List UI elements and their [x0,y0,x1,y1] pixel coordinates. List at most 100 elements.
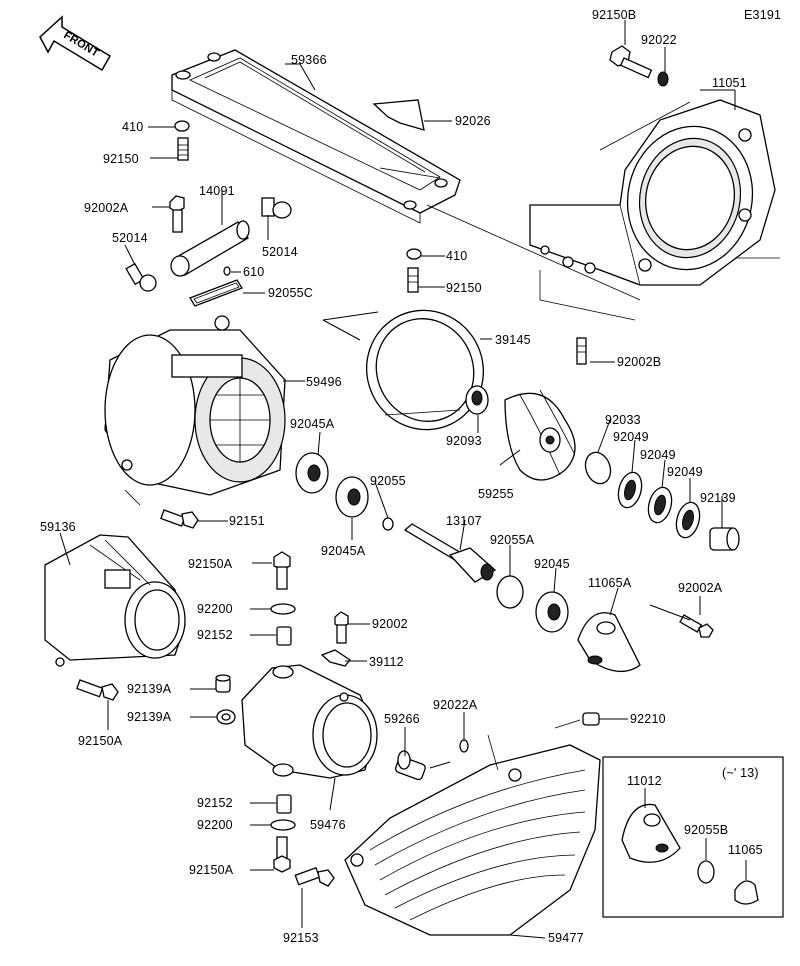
o-ring-92055b-icon [697,860,715,884]
drive-shaft-part [403,523,497,583]
reverse-bucket-part [344,744,601,936]
gasket-92055c-icon [189,279,243,307]
callout-59136: 59136 [40,520,76,534]
callout-14091: 14091 [199,184,235,198]
callout-92055c: 92055C [268,286,313,300]
callout-92152-top: 92152 [197,628,233,642]
callout-11065a: 11065A [588,576,632,590]
o-ring-92033-icon [584,451,612,485]
o-ring-92055-icon [382,517,394,531]
o-ring-92055a-icon [496,575,524,609]
callout-labels: 92150B 92022 11051 59366 410 92026 92150… [40,8,763,945]
callout-92045: 92045 [534,557,570,571]
inset-note: (~' 13) [722,766,759,780]
washer-92200-bottom-icon [270,819,296,831]
bolt-92002a-right-icon [679,614,714,638]
callout-52014-left: 52014 [112,231,148,245]
link-59266-icon [395,750,451,781]
seal-92049-1-icon [617,471,643,509]
bolt-92151-icon [160,509,199,529]
callout-59496: 59496 [306,375,342,389]
wear-ring-part [365,309,485,431]
callout-92139: 92139 [700,491,736,505]
callout-92200-bottom: 92200 [197,818,233,832]
washer-92022a-icon [459,739,469,753]
callout-11012: 11012 [627,774,662,788]
washer-410-mid-icon [406,248,422,260]
pump-housing-part [529,99,776,286]
bush-92139a-1-icon [215,674,231,693]
plate-92026-part [372,99,425,131]
callout-92033: 92033 [605,413,641,427]
washer-410-top-icon [174,120,190,132]
callout-11051: 11051 [712,76,747,90]
impeller-part [504,389,576,481]
callout-59477: 59477 [548,931,584,945]
callout-410-top: 410 [122,120,143,134]
bolt-92002b-icon [576,337,587,365]
impeller-housing-part [104,315,286,496]
bolt-92150a-left-icon [76,679,119,701]
cone-11065a-part [577,612,641,672]
bolt-92150a-top-icon [273,551,291,590]
callout-92002a-top: 92002A [84,201,129,215]
bolt-92153-icon [294,866,335,887]
callout-92045a-top: 92045A [290,417,335,431]
bolt-92002a-top-icon [169,195,185,233]
collar-92152-bottom-icon [276,794,292,814]
steering-nozzle-part [241,664,378,779]
callout-92200-top: 92200 [197,602,233,616]
callout-52014-right: 52014 [262,245,298,259]
nipple-52014-right-icon [261,197,292,219]
callout-92055: 92055 [370,474,406,488]
callout-92026: 92026 [455,114,491,128]
bush-92139a-2-icon [216,709,236,725]
ride-plate-part [171,49,461,224]
callout-92049-1: 92049 [613,430,649,444]
callout-92002a-right: 92002A [678,581,723,595]
bolt-92002-icon [334,611,349,644]
callout-610: 610 [243,265,264,279]
bearing-92045a-top-icon [295,452,329,494]
callout-39112: 39112 [369,655,404,669]
bolt-92150-mid-icon [407,267,419,293]
callout-92022a: 92022A [433,698,478,712]
callout-92150-mid: 92150 [446,281,482,295]
fitting-14091-part [170,220,250,277]
callout-92049-2: 92049 [640,448,676,462]
front-arrow-icon: FRONT [39,15,112,72]
callout-92153: 92153 [283,931,319,945]
callout-92002b: 92002B [617,355,661,369]
nozzle-59136-part [44,534,186,667]
seal-92049-3-icon [675,501,701,539]
callout-92139a-2: 92139A [127,710,172,724]
callout-92055a: 92055A [490,533,535,547]
callout-92002: 92002 [372,617,408,631]
diagram-code: E3191 [744,8,781,22]
callout-92210: 92210 [630,712,666,726]
bolt-92150a-bottom-icon [273,836,291,873]
callout-92150a-bottom: 92150A [189,863,234,877]
o-ring-610-icon [223,266,231,276]
lever-39112-icon [320,649,351,667]
seal-92049-2-icon [647,486,673,524]
cap-11065-icon [734,880,759,905]
callout-59255: 59255 [478,487,514,501]
callout-92045a-bottom: 92045A [321,544,366,558]
callout-92093: 92093 [446,434,482,448]
bearing-92045-icon [535,591,569,633]
bush-92139-icon [709,527,740,551]
callout-92055b: 92055B [684,823,728,837]
callout-92022: 92022 [641,33,677,47]
nipple-52014-left-icon [125,262,157,292]
callout-92151: 92151 [229,514,265,528]
nut-92210-icon [582,712,600,726]
callout-92150a-top: 92150A [188,557,233,571]
callout-13107: 13107 [446,514,482,528]
bearing-92045a-bottom-icon [335,476,369,518]
callout-39145: 39145 [495,333,531,347]
callout-11065: 11065 [728,843,763,857]
washer-92022-icon [657,71,669,87]
washer-92200-top-icon [270,603,296,615]
